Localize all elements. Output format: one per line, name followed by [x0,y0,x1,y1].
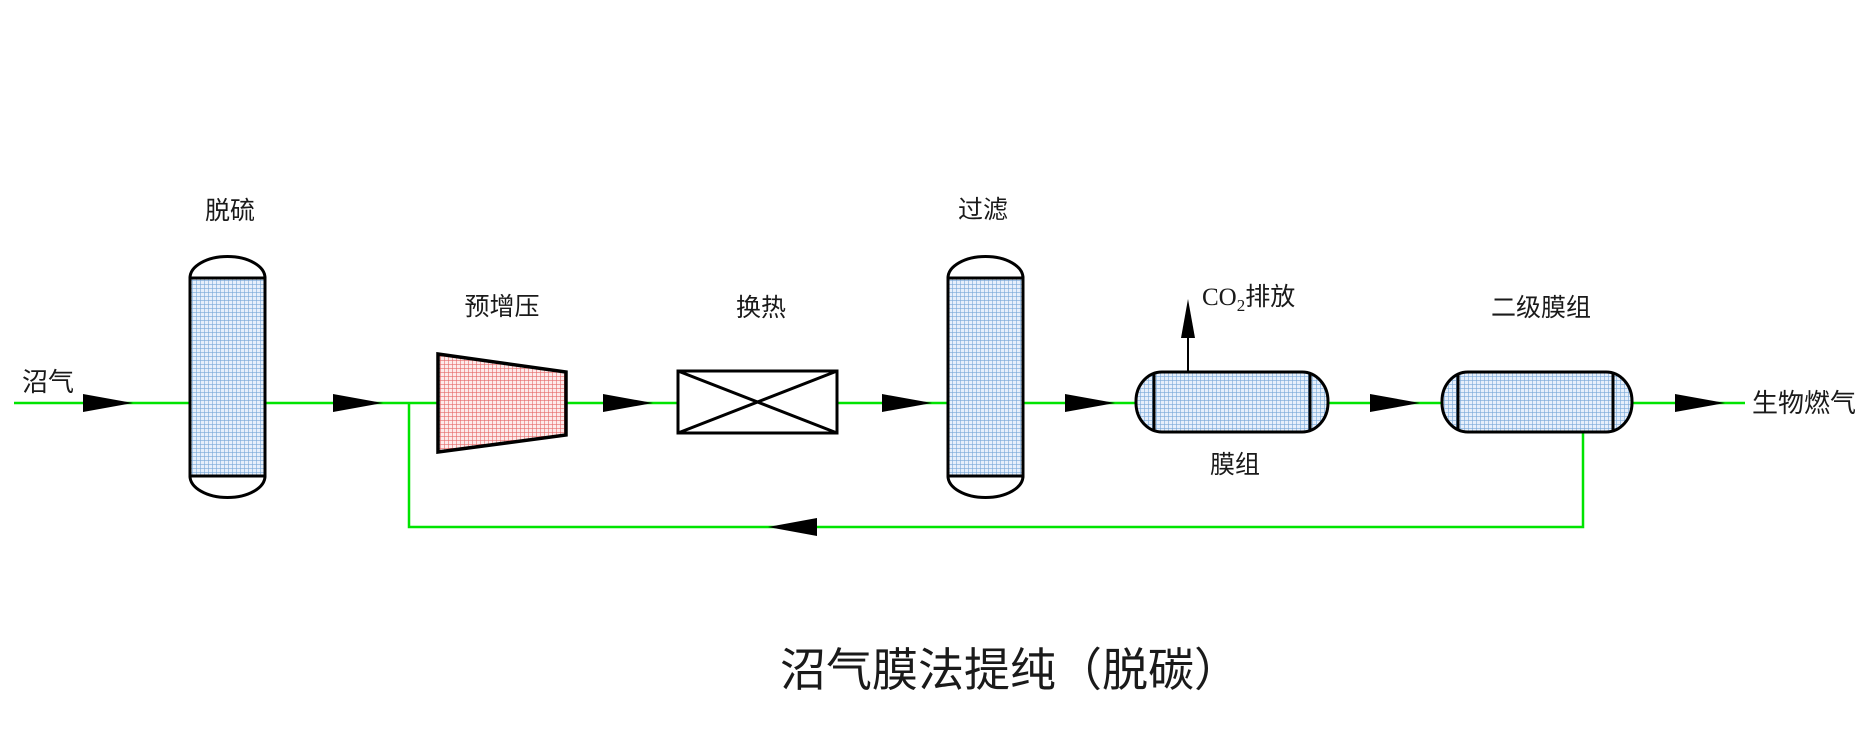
outlet-stream-label: 生物燃气 [1752,389,1856,418]
membrane-stage2-vessel [1440,370,1634,434]
precompressor-symbol [436,351,568,454]
heat-exchanger-cross [677,369,838,435]
flow-arrow-after-filter [1065,394,1115,412]
filter-label: 过滤 [958,196,1008,224]
flow-arrows [83,299,1725,536]
recycle-arrow [768,518,817,536]
co2-label-prefix: CO [1202,284,1237,311]
membrane-stage2-label: 二级膜组 [1491,294,1591,322]
flow-arrow-inlet [83,394,133,412]
co2-vent-arrow [1181,299,1195,338]
flow-arrow-after-desulfurizer [333,394,383,412]
desulfurizer-bottom-head [188,475,267,499]
filter-body [946,276,1025,478]
co2-label-subscript: 2 [1237,296,1246,315]
desulfurizer-body [188,276,267,478]
precompressor-label: 预增压 [464,293,539,321]
membrane-stage1-label: 膜组 [1210,451,1260,479]
filter-top-head [946,255,1025,279]
desulfurizer-vessel [188,255,267,499]
diagram-title: 沼气膜法提纯（脱碳） [780,645,1240,696]
recycle-line [407,403,1585,529]
filter-bottom-head [946,475,1025,499]
inlet-stream-label: 沼气 [22,368,74,397]
membrane-stage1-body [1134,370,1330,434]
flow-arrow-after-compressor [603,394,653,412]
heat-exchanger-label: 换热 [736,294,786,322]
co2-label-suffix: 排放 [1245,283,1295,311]
flow-arrow-between-membranes [1370,394,1420,412]
membrane-stage1-vessel [1134,370,1330,434]
heat-exchanger-symbol [676,369,839,435]
desulfurizer-label: 脱硫 [205,197,255,225]
labels: 沼气 脱硫 预增压 换热 过滤 CO2排放 膜组 二级膜组 生物燃气 沼气膜法提… [22,196,1856,696]
flow-arrow-after-heat-exchanger [882,394,932,412]
filter-vessel [946,255,1025,499]
flow-arrow-outlet [1675,394,1725,412]
co2-vent-label: CO2排放 [1202,283,1295,315]
membrane-stage2-body [1440,370,1634,434]
desulfurizer-top-head [188,255,267,279]
